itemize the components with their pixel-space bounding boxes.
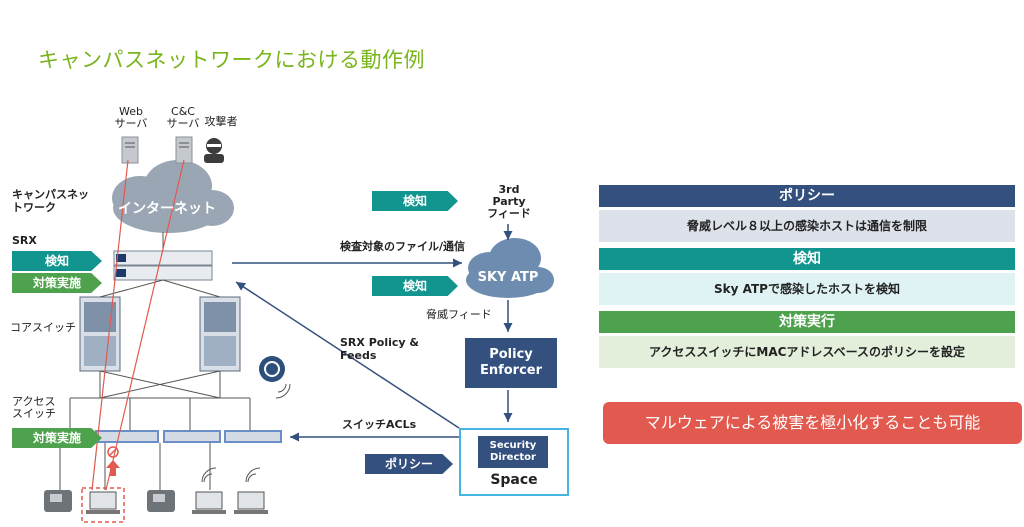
space-label: Space xyxy=(490,472,538,488)
internet-label: インターネット xyxy=(118,201,216,217)
ip-phone-left-icon xyxy=(44,490,72,512)
ip-phone-right-icon xyxy=(147,490,175,512)
page-title: キャンパスネットワークにおける動作例 xyxy=(38,48,425,72)
core-switch-label: コアスイッチ xyxy=(10,321,76,334)
security-director-label: Security Director xyxy=(478,436,548,468)
action-header: 対策実行 xyxy=(599,311,1015,333)
threat-feed-label: 脅威フィード xyxy=(426,308,492,321)
action-tag-srx: 対策実施 xyxy=(12,273,102,293)
policy-tag: ポリシー xyxy=(365,454,453,474)
sky-atp-label: SKY ATP xyxy=(477,270,539,285)
cc-server-label: C&C サーバ xyxy=(166,105,200,130)
cc-server-icon xyxy=(175,136,193,164)
malware-banner: マルウェアによる被害を極小化することも可能 xyxy=(603,402,1022,444)
detect-text: Sky ATPで感染したホストを検知 xyxy=(599,273,1015,305)
laptop-right-icon xyxy=(234,467,268,514)
access-switch-icons xyxy=(95,430,282,443)
infected-pc-icon xyxy=(81,487,125,523)
srx-policy-feeds-label: SRX Policy & Feeds xyxy=(340,336,419,362)
campus-network-label: キャンパスネッ トワーク xyxy=(12,188,89,214)
detect-header: 検知 xyxy=(599,248,1015,270)
third-party-feed-label: 3rd Party フィード xyxy=(487,183,531,220)
core-switch-right-icon xyxy=(199,296,241,372)
access-switch-label: アクセス スイッチ xyxy=(12,395,56,420)
action-text: アクセススイッチにMACアドレスベースのポリシーを設定 xyxy=(599,336,1015,368)
core-switch-left-icon xyxy=(79,296,121,372)
policy-text: 脅威レベル８以上の感染ホストは通信を制限 xyxy=(599,210,1015,242)
detect-tag-third-party: 検知 xyxy=(372,191,458,211)
web-server-label: Web サーバ xyxy=(114,105,148,130)
policy-enforcer-label: Policy Enforcer xyxy=(479,347,543,378)
detect-tag-srx: 検知 xyxy=(12,251,102,271)
switch-acls-label: スイッチACLs xyxy=(342,418,417,431)
internet-cloud xyxy=(112,160,234,233)
scan-target-label: 検査対象のファイル/通信 xyxy=(340,240,466,253)
attacker-icon xyxy=(204,138,224,163)
srx-label: SRX xyxy=(12,234,37,247)
laptop-left-icon xyxy=(192,467,226,514)
web-server-icon xyxy=(121,136,139,164)
detect-tag-sky-atp: 検知 xyxy=(372,276,458,296)
policy-header: ポリシー xyxy=(599,185,1015,207)
policy-enforcer-box: Policy Enforcer xyxy=(465,338,557,388)
action-tag-access: 対策実施 xyxy=(12,428,102,448)
attacker-label: 攻撃者 xyxy=(204,115,238,128)
wireless-ap-icon xyxy=(259,356,291,399)
srx-device-icon xyxy=(113,250,213,281)
security-director-space-box: Security Director Space xyxy=(459,428,569,496)
sky-atp-cloud xyxy=(466,238,554,298)
